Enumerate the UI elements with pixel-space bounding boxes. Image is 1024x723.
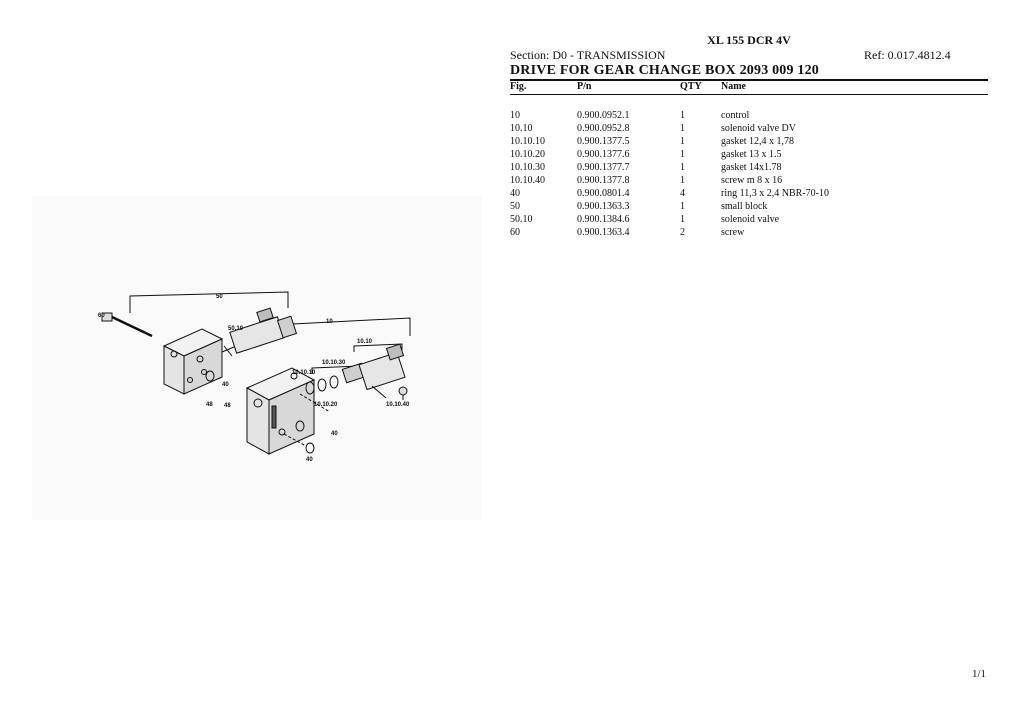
cell-name: screw [721, 227, 745, 238]
table-row: 50 0.900.1363.3 1 small block [510, 200, 988, 213]
cell-fig: 50.10 [510, 214, 533, 225]
callout-48-b: 48 [224, 403, 231, 409]
cell-qty: 1 [680, 201, 685, 212]
callout-10-10: 10.10 [357, 339, 373, 345]
column-header-fig: Fig. [510, 81, 527, 92]
table-row: 60 0.900.1363.4 2 screw [510, 226, 988, 239]
cell-pn: 0.900.1377.5 [577, 136, 630, 147]
table-row: 10 0.900.0952.1 1 control [510, 109, 988, 122]
cell-qty: 4 [680, 188, 685, 199]
cell-pn: 0.900.1363.4 [577, 227, 630, 238]
callout-10-10-10: 10.10.10 [292, 370, 316, 376]
section-label: Section: D0 - TRANSMISSION [510, 48, 666, 62]
cell-name: solenoid valve [721, 214, 780, 225]
cell-fig: 40 [510, 188, 520, 199]
header-divider [510, 94, 988, 95]
cell-pn: 0.900.1377.7 [577, 162, 630, 173]
cell-fig: 10.10.30 [510, 162, 545, 173]
parts-table: 10 0.900.0952.1 1 control 10.10 0.900.09… [510, 109, 988, 239]
cell-fig: 50 [510, 201, 520, 212]
cell-name: control [721, 110, 750, 121]
cell-name: gasket 14x1.78 [721, 162, 782, 173]
callout-50: 50 [216, 294, 223, 300]
page-number: 1/1 [972, 668, 987, 680]
cell-pn: 0.900.0952.1 [577, 110, 630, 121]
cell-qty: 1 [680, 110, 685, 121]
table-row: 50.10 0.900.1384.6 1 solenoid valve [510, 213, 988, 226]
exploded-parts-diagram: 50 60 50.10 10 10.10 10.10.30 10.10.10 4… [32, 196, 482, 520]
table-row: 10.10.40 0.900.1377.8 1 screw m 8 x 16 [510, 174, 988, 187]
cell-qty: 1 [680, 214, 685, 225]
model-title: XL 155 DCR 4V [707, 33, 791, 47]
callout-40-b: 40 [331, 431, 338, 437]
table-row: 10.10 0.900.0952.8 1 solenoid valve DV [510, 122, 988, 135]
cell-name: screw m 8 x 16 [721, 175, 783, 186]
callout-10-10-20: 10.10.20 [314, 402, 338, 408]
cell-fig: 60 [510, 227, 520, 238]
cell-qty: 1 [680, 162, 685, 173]
table-row: 10.10.10 0.900.1377.5 1 gasket 12,4 x 1,… [510, 135, 988, 148]
cell-name: small block [721, 201, 768, 212]
cell-qty: 1 [680, 123, 685, 134]
column-header-pn: P/n [577, 81, 592, 92]
column-header-name: Name [721, 81, 746, 92]
callout-10-10-40: 10.10.40 [386, 402, 410, 408]
cell-pn: 0.900.0801.4 [577, 188, 630, 199]
cell-name: gasket 12,4 x 1,78 [721, 136, 795, 147]
table-row: 10.10.20 0.900.1377.6 1 gasket 13 x 1.5 [510, 148, 988, 161]
callout-60: 60 [98, 313, 105, 319]
reference-label: Ref: 0.017.4812.4 [864, 48, 951, 62]
parts-drawing: 50 60 50.10 10 10.10 10.10.30 10.10.10 4… [98, 291, 411, 463]
group-title: DRIVE FOR GEAR CHANGE BOX 2093 009 120 [510, 63, 820, 78]
callout-48-a: 48 [206, 402, 213, 408]
callout-40-a: 40 [222, 382, 229, 388]
cell-fig: 10.10 [510, 123, 533, 134]
cell-pn: 0.900.1363.3 [577, 201, 630, 212]
title-divider [510, 79, 988, 81]
cell-fig: 10 [510, 110, 520, 121]
cell-fig: 10.10.20 [510, 149, 545, 160]
cell-qty: 1 [680, 149, 685, 160]
cell-qty: 1 [680, 175, 685, 186]
table-row: 40 0.900.0801.4 4 ring 11,3 x 2,4 NBR-70… [510, 187, 988, 200]
cell-fig: 10.10.10 [510, 136, 545, 147]
column-header-qty: QTY [680, 81, 702, 92]
callout-10-10-30: 10.10.30 [322, 360, 346, 366]
cell-pn: 0.900.1377.6 [577, 149, 630, 160]
cell-pn: 0.900.0952.8 [577, 123, 630, 134]
cell-qty: 1 [680, 136, 685, 147]
cell-name: ring 11,3 x 2,4 NBR-70-10 [721, 188, 829, 199]
callout-10: 10 [326, 319, 333, 325]
cell-pn: 0.900.1377.8 [577, 175, 630, 186]
callout-50-10: 50.10 [228, 326, 244, 332]
table-row: 10.10.30 0.900.1377.7 1 gasket 14x1.78 [510, 161, 988, 174]
cell-qty: 2 [680, 227, 685, 238]
cell-pn: 0.900.1384.6 [577, 214, 630, 225]
callout-40-c: 40 [306, 457, 313, 463]
cell-fig: 10.10.40 [510, 175, 545, 186]
cell-name: gasket 13 x 1.5 [721, 149, 782, 160]
cell-name: solenoid valve DV [721, 123, 796, 134]
